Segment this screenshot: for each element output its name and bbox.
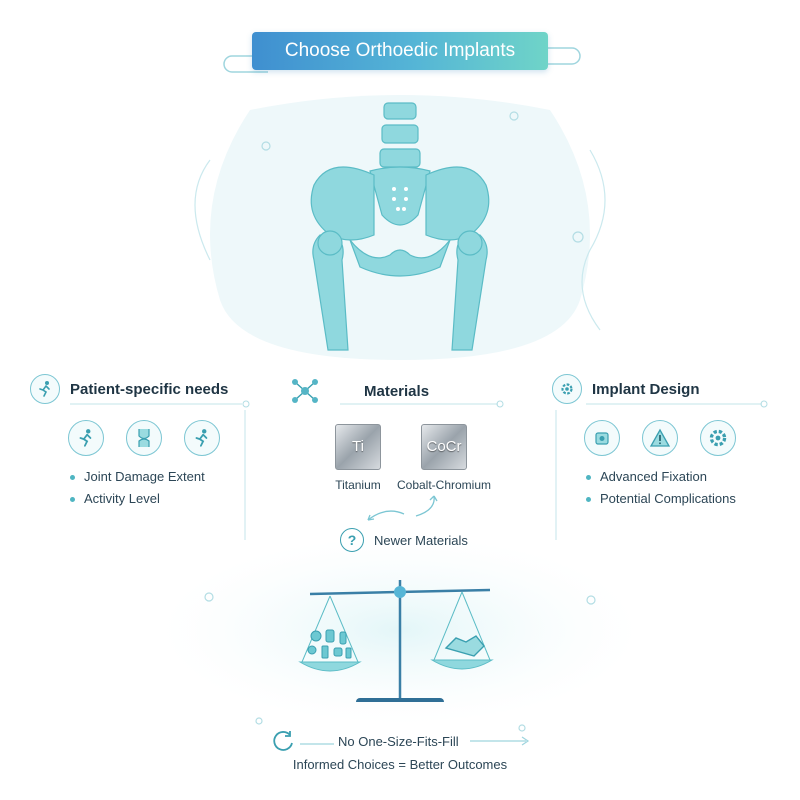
arrow-icon <box>367 495 438 521</box>
runner-icon <box>68 420 104 456</box>
footer-line-2: Informed Choices = Better Outcomes <box>292 757 508 772</box>
runner-icon <box>30 374 60 404</box>
patient-section-title: Patient-specific needs <box>70 380 229 398</box>
design-section: Implant Design <box>552 374 700 404</box>
newer-materials-label: Newer Materials <box>374 532 468 548</box>
titanium-label: Titanium <box>335 478 381 492</box>
design-section-title: Implant Design <box>592 380 700 398</box>
list-item: Joint Damage Extent <box>70 466 205 488</box>
question-icon: ? <box>340 528 364 552</box>
list-item: Potential Complications <box>586 488 736 510</box>
materials-section: Materials <box>290 376 429 406</box>
divider-line <box>300 743 334 745</box>
implant-icon <box>584 420 620 456</box>
implants-icon <box>307 629 352 659</box>
page-title: Choose Orthoedic Implants <box>252 32 548 70</box>
handshake-icon <box>444 635 485 657</box>
titanium-tile: Ti <box>335 424 381 470</box>
runner-icon <box>184 420 220 456</box>
list-item: Advanced Fixation <box>586 466 736 488</box>
patient-section: Patient-specific needs <box>30 374 250 404</box>
materials-section-title: Materials <box>364 382 430 400</box>
warning-icon <box>642 420 678 456</box>
joint-icon <box>126 420 162 456</box>
patient-bullet-list: Joint Damage Extent Activity Level <box>70 466 205 510</box>
material-cobalt-chromium: CoCr Cobalt-Chromium <box>384 424 504 492</box>
cobalt-chromium-label: Cobalt-Chromium <box>396 478 492 492</box>
design-icons-row <box>584 420 736 456</box>
footer-line-1: No One-Size-Fits-Fill <box>338 734 459 749</box>
gear-icon <box>700 420 736 456</box>
pelvis-illustration <box>310 102 490 351</box>
arrow-right-icon <box>470 736 530 746</box>
cobalt-chromium-tile: CoCr <box>421 424 467 470</box>
gear-icon <box>552 374 582 404</box>
list-item: Activity Level <box>70 488 205 510</box>
design-bullet-list: Advanced Fixation Potential Complication… <box>586 466 736 510</box>
molecule-icon <box>292 379 318 403</box>
patient-icons-row <box>68 420 220 456</box>
cycle-icon <box>273 731 293 751</box>
balance-scale-illustration <box>298 580 494 702</box>
material-titanium: Ti Titanium <box>318 424 398 492</box>
newer-materials: ? Newer Materials <box>340 528 468 552</box>
